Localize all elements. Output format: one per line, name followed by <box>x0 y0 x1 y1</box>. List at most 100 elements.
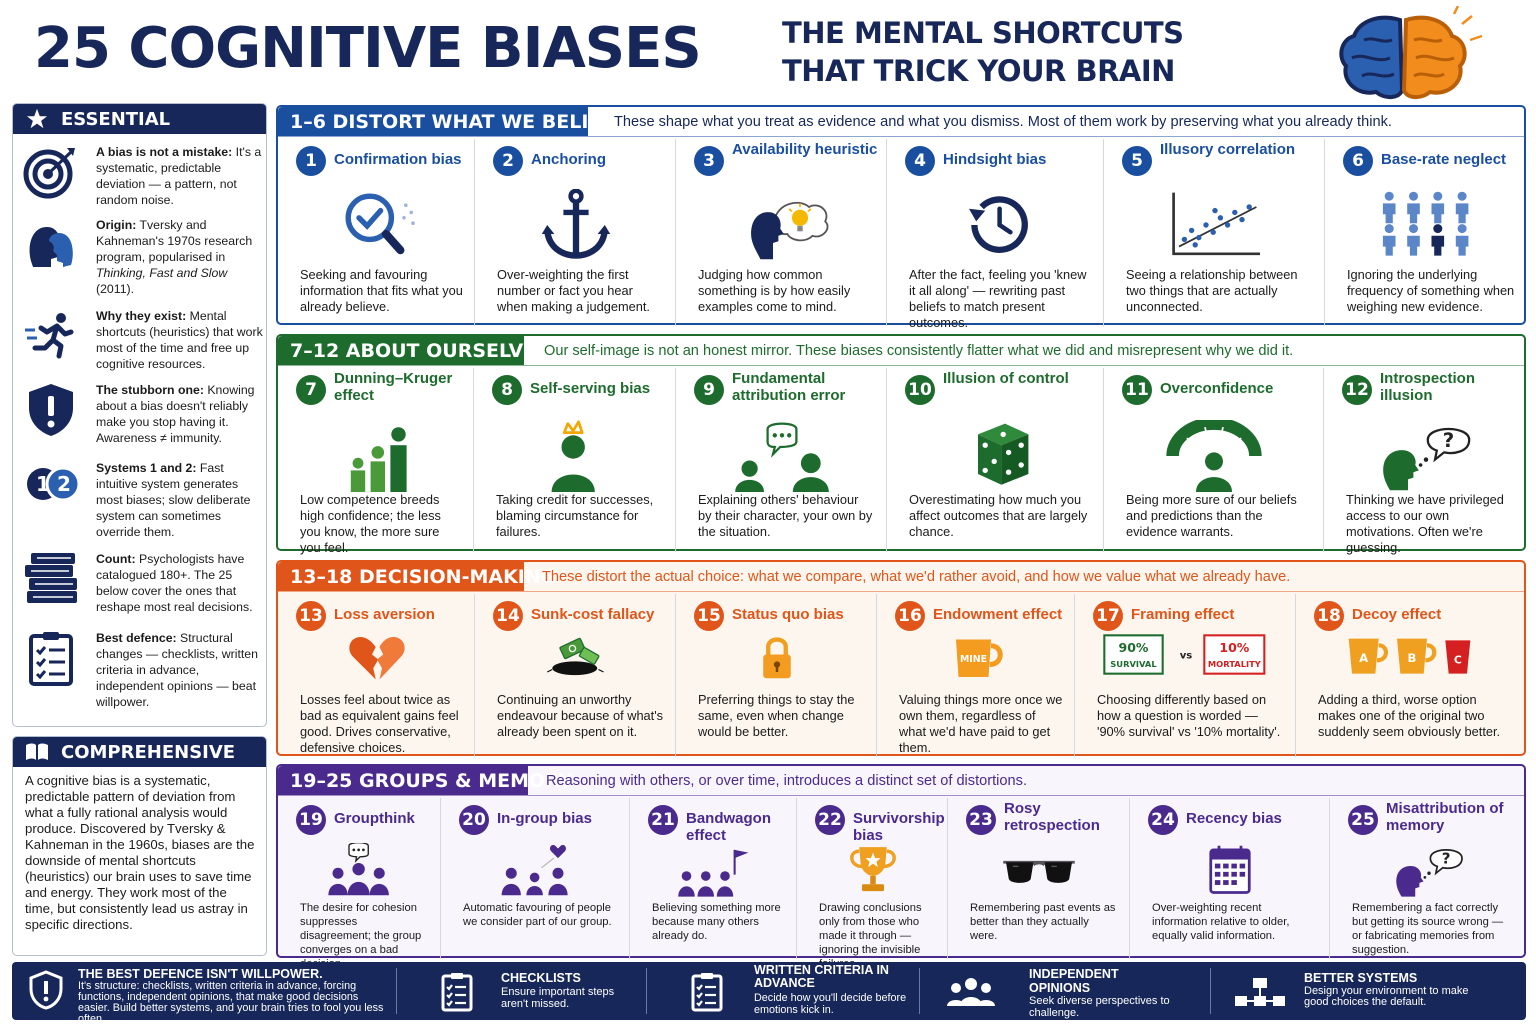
bias-number: 5 <box>1122 146 1152 176</box>
bias-number: 23 <box>966 805 996 835</box>
three-cups-icon: A B C <box>1314 632 1510 682</box>
people-grid-icon <box>1367 189 1487 261</box>
footer-divider <box>396 968 397 1014</box>
bias-number: 17 <box>1093 601 1123 631</box>
rising-people-icon <box>316 420 436 492</box>
footer-desc: Ensure important steps aren't missed. <box>501 986 615 1010</box>
bias-name: Loss aversion <box>334 606 435 623</box>
footer-desc: Seek diverse perspectives to challenge. <box>1029 995 1170 1019</box>
bias-number: 12 <box>1342 375 1372 405</box>
sunglasses-icon <box>979 843 1099 898</box>
footer-item: CHECKLISTS Ensure important steps aren't… <box>397 962 647 1020</box>
mug-icon: MINE <box>916 632 1036 682</box>
clipboard-icon <box>691 973 723 1012</box>
bias-number: 24 <box>1148 805 1178 835</box>
bias-number: 2 <box>493 146 523 176</box>
people-icon <box>947 978 995 1006</box>
bias-description: Thinking we have privileged access to ou… <box>1346 492 1504 555</box>
bias-description: Explaining others' behaviour by their ch… <box>698 492 873 539</box>
bias-description: Continuing an unworthy endeavour because… <box>497 692 664 739</box>
bias-name: Illusory correlation <box>1160 141 1296 158</box>
footer-divider <box>919 968 920 1014</box>
checklist-icon <box>441 973 473 1012</box>
bias-number: 7 <box>296 375 326 405</box>
checklist-icon <box>29 632 73 686</box>
svg-text:MORTALITY: MORTALITY <box>1207 659 1261 669</box>
anchor-icon <box>516 188 636 261</box>
bias-number: 1 <box>296 146 326 176</box>
essential-heading: ESSENTIAL <box>13 104 266 134</box>
bias-number: 3 <box>694 146 724 176</box>
bias-description: Judging how common something is by how e… <box>698 267 851 314</box>
dice-icon <box>936 420 1056 492</box>
section-description: These shape what you treat as evidence a… <box>614 113 1392 130</box>
footer-item: THE BEST DEFENCE ISN'T WILLPOWER. It's s… <box>12 962 396 1025</box>
bias-name: Survivorship bias <box>853 810 945 844</box>
essential-item-text: The stubborn one: Knowing about a bias d… <box>96 383 255 445</box>
bias-description: Adding a third, worse option makes one o… <box>1318 692 1501 739</box>
bias-name: Confirmation bias <box>334 151 462 168</box>
bias-description: Choosing differently based on how a ques… <box>1097 692 1281 739</box>
bias-number: 22 <box>815 805 845 835</box>
footer-item: WRITTEN CRITERIA IN ADVANCE Decide how y… <box>647 962 919 1020</box>
section-divider <box>278 365 1524 366</box>
svg-text:C: C <box>1454 654 1462 667</box>
footer-title: CHECKLISTS <box>501 971 581 985</box>
bias-number: 19 <box>296 805 326 835</box>
bias-description: Believing something more because many ot… <box>652 902 781 942</box>
two-people-speech-icon <box>722 420 842 492</box>
bias-name: Sunk-cost fallacy <box>531 606 655 623</box>
footer-divider <box>1210 968 1211 1014</box>
page-title: 25 COGNITIVE BIASES <box>34 16 702 81</box>
section-label: 13–18 DECISION-MAKING <box>278 562 556 591</box>
bias-name: Availability heuristic <box>732 141 878 158</box>
calendar-icon <box>1170 843 1290 898</box>
svg-text:?: ? <box>1443 429 1454 452</box>
bias-number: 16 <box>895 601 925 631</box>
star-icon <box>25 108 49 130</box>
bias-name: Dunning–Kruger effect <box>334 370 453 404</box>
bias-name: Rosy retrospection <box>1004 800 1100 834</box>
bias-description: Automatic favouring of people we conside… <box>463 902 612 928</box>
bias-description: Ignoring the underlying frequency of som… <box>1347 267 1515 314</box>
footer-title: INDEPENDENT OPINIONS <box>1029 967 1119 995</box>
bias-number: 6 <box>1343 146 1373 176</box>
bias-name: Bandwagon effect <box>686 810 771 844</box>
bias-number: 18 <box>1314 601 1344 631</box>
svg-text:1: 1 <box>36 472 50 496</box>
bias-description: Seeing a relationship between two things… <box>1126 267 1298 314</box>
svg-text:B: B <box>1408 651 1417 665</box>
bias-name: Illusion of control <box>943 370 1069 387</box>
svg-text:MINE: MINE <box>960 654 987 665</box>
bias-name: Recency bias <box>1186 810 1282 827</box>
footer-item: INDEPENDENT OPINIONS Seek diverse perspe… <box>920 962 1210 1020</box>
head-question-icon: ? <box>1369 843 1489 898</box>
bias-name: Fundamental attribution error <box>732 370 846 404</box>
comprehensive-heading: COMPREHENSIVE <box>13 737 266 767</box>
page-subtitle: THE MENTAL SHORTCUTS THAT TRICK YOUR BRA… <box>782 14 1184 90</box>
svg-text:A: A <box>1359 651 1368 665</box>
section-label: 1–6 DISTORT WHAT WE BELIEVE <box>278 107 629 136</box>
bias-name: Self-serving bias <box>530 380 651 397</box>
bias-description: Over-weighting the first number or fact … <box>497 267 650 314</box>
bias-description: The desire for cohesion suppresses disag… <box>300 902 422 970</box>
bias-description: Valuing things more once we own them, re… <box>899 692 1063 755</box>
bias-number: 8 <box>492 375 522 405</box>
section-divider <box>278 591 1524 592</box>
